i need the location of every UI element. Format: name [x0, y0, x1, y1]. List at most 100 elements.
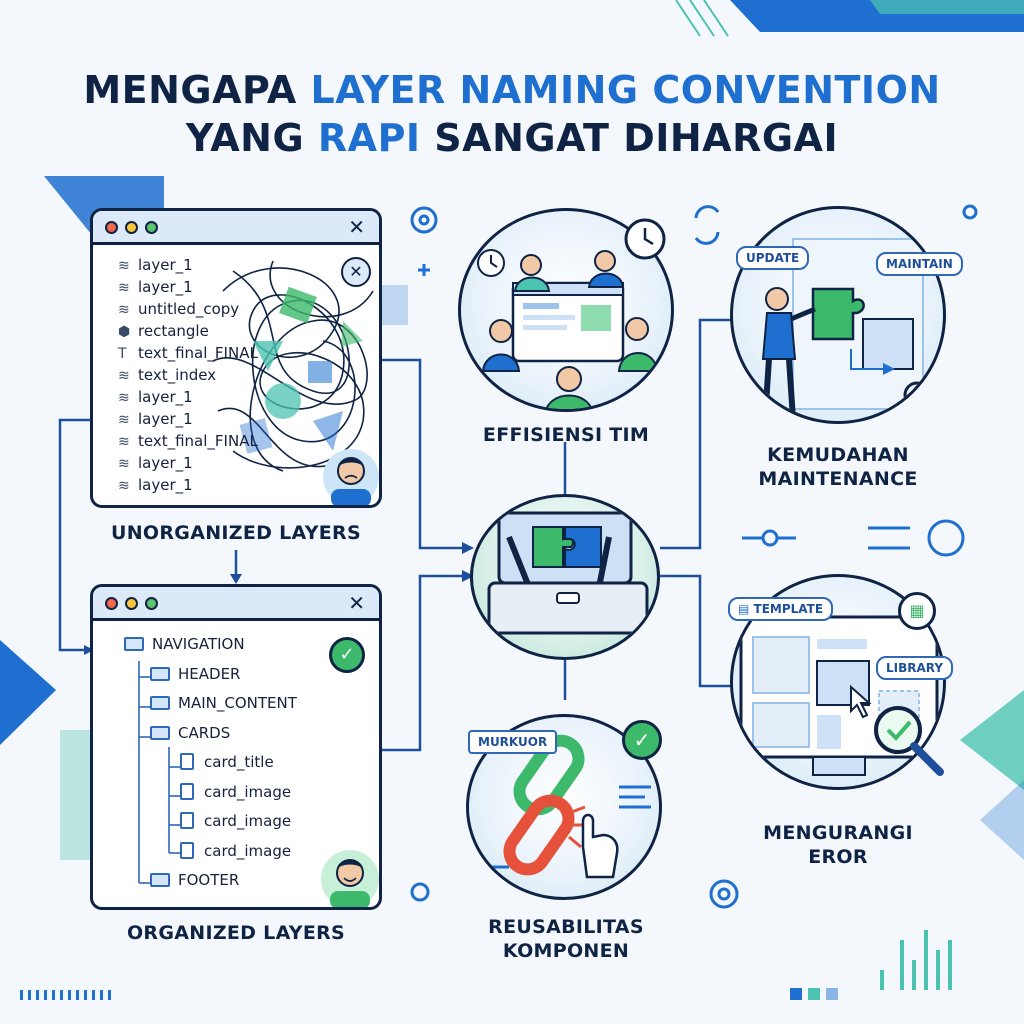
layer-row[interactable]: ≋ layer_1: [118, 386, 193, 408]
page-title-line-1: MENGAPA LAYER NAMING CONVENTION: [0, 68, 1024, 112]
layer-name: text_index: [138, 366, 217, 384]
layer-row[interactable]: ≋layer_1: [118, 452, 193, 474]
folder-icon: [150, 696, 170, 710]
reusability-label-line-2: KOMPONEN: [502, 940, 630, 962]
team-efficiency-illustration: [458, 208, 674, 412]
reusability-check-icon: ✓: [622, 720, 662, 760]
tree-file[interactable]: card_image: [180, 780, 291, 804]
page-title-line-2: YANG RAPI SANGAT DIHARGAI: [0, 116, 1024, 160]
layer-row[interactable]: ≋ text_index: [118, 364, 216, 386]
layer-row[interactable]: ≋ layer_1: [118, 408, 193, 430]
tree-folder[interactable]: FOOTER: [150, 868, 239, 892]
clock-icon: [624, 218, 666, 260]
title-part: SANGAT DIHARGAI: [420, 116, 839, 160]
unorganized-layers-label: UNORGANIZED LAYERS: [111, 522, 361, 544]
layer-row[interactable]: ⬢ rectangle: [118, 320, 209, 342]
tree-folder[interactable]: HEADER: [150, 662, 240, 686]
layer-row[interactable]: ≋ text_final_FINAL: [118, 430, 258, 452]
corner-decoration-top: [675, 0, 1024, 37]
tree-file[interactable]: card_image: [180, 839, 291, 863]
update-tag: UPDATE: [736, 246, 810, 270]
minimize-dot-icon[interactable]: [125, 597, 138, 610]
toolbox-illustration: [470, 494, 660, 660]
puzzle-maintenance-icon: [761, 238, 931, 420]
spreadsheet-icon: ▦: [898, 592, 936, 630]
folder-icon: [150, 725, 170, 740]
title-highlight: RAPI: [317, 116, 421, 160]
close-icon[interactable]: ✕: [348, 215, 365, 239]
tree-item-name: MAIN_CONTENT: [178, 694, 297, 712]
layer-name: layer_1: [138, 388, 193, 406]
tree-file[interactable]: card_image: [180, 809, 291, 833]
tree-item-name: card_title: [204, 753, 274, 771]
minimize-dot-icon[interactable]: [125, 221, 138, 234]
tree-folder[interactable]: MAIN_CONTENT: [150, 691, 297, 715]
layer-row[interactable]: ≋layer_1: [118, 276, 193, 298]
layer-name: text_final_FINAL: [138, 432, 258, 450]
title-highlight: LAYER NAMING CONVENTION: [310, 68, 941, 112]
magnifier-check-icon: [874, 706, 944, 776]
stack-icon: ≋: [118, 368, 130, 384]
maintenance-label-line-1: KEMUDAHAN: [767, 444, 909, 466]
template-tag-label: TEMPLATE: [753, 602, 824, 616]
tree-folder[interactable]: NAVIGATION: [124, 632, 245, 656]
layer-name: layer_1: [138, 410, 193, 428]
tree-item-name: NAVIGATION: [152, 635, 245, 653]
close-icon[interactable]: ✕: [348, 591, 365, 615]
window-titlebar: ✕: [93, 587, 379, 621]
maintain-tag: MAINTAIN: [876, 252, 963, 276]
file-icon: [180, 753, 194, 770]
tree-item-name: HEADER: [178, 664, 241, 683]
happy-person-avatar: [321, 850, 379, 907]
tree-folder[interactable]: CARDS: [150, 721, 230, 745]
tree-guide-lines: [138, 661, 181, 884]
stack-icon: ≋: [118, 456, 130, 472]
reduce-errors-label-line-2: EROR: [808, 846, 868, 868]
tree-item-name: card_image: [204, 782, 292, 801]
stack-icon: ≋: [118, 280, 130, 296]
toolbox-icon: [487, 511, 649, 635]
template-doc-icon: ▤: [738, 602, 754, 616]
layer-name: layer_1: [138, 476, 193, 494]
file-icon: [180, 782, 194, 800]
tree-item-name: CARDS: [178, 723, 231, 742]
maximize-dot-icon[interactable]: [145, 221, 158, 234]
template-tag: ▤ TEMPLATE: [728, 597, 834, 621]
tree-file[interactable]: card_title: [180, 750, 274, 774]
library-tag: LIBRARY: [876, 656, 954, 680]
murkuor-tag: MURKUOR: [468, 730, 558, 754]
file-icon: [180, 841, 194, 859]
close-dot-icon[interactable]: [105, 221, 118, 234]
folder-icon: [150, 666, 170, 681]
team-meeting-icon: [477, 249, 659, 409]
layer-row[interactable]: ≋layer_1: [118, 474, 193, 496]
text-icon: T: [118, 346, 127, 362]
stack-icon: ≋: [118, 412, 130, 428]
layer-row[interactable]: ≋ layer_1: [118, 254, 193, 276]
file-icon: [180, 812, 194, 829]
hexagon-icon: ⬢: [118, 324, 131, 340]
close-dot-icon[interactable]: [105, 597, 118, 610]
stack-icon: ≋: [118, 258, 130, 274]
chain-link-icon: [485, 734, 651, 879]
maintenance-label-line-2: MAINTENANCE: [758, 468, 918, 490]
maximize-dot-icon[interactable]: [145, 597, 158, 610]
layer-name: text_final_FINAL: [138, 344, 258, 362]
success-check-icon: ✓: [329, 637, 365, 673]
team-efficiency-label: EFFISIENSI TIM: [482, 424, 650, 446]
tree-item-name: FOOTER: [178, 871, 240, 889]
layer-name: rectangle: [138, 322, 209, 340]
stack-icon: ≋: [118, 302, 130, 318]
stack-icon: ≋: [118, 434, 130, 450]
layer-name: layer_1: [138, 256, 193, 274]
tangled-scribble-illustration: [213, 260, 374, 472]
layer-name: untitled_copy: [138, 300, 240, 318]
title-part: YANG: [185, 116, 318, 160]
layer-row[interactable]: ≋ untitled_copy: [118, 298, 239, 320]
reduce-errors-label-line-1: MENGURANGI: [763, 822, 913, 844]
title-part: MENGAPA: [83, 68, 311, 112]
stack-icon: ≋: [118, 390, 130, 406]
error-x-icon: ✕: [341, 257, 371, 287]
